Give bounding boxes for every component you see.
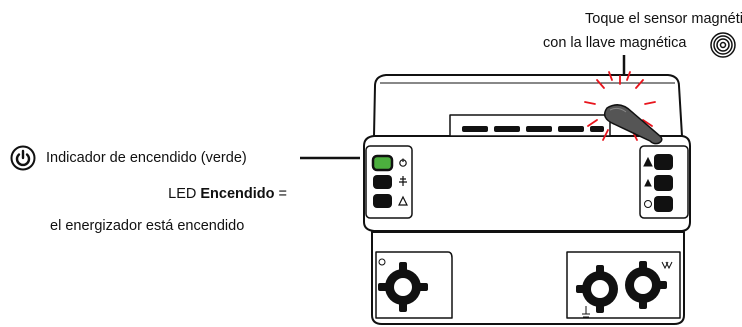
led-state: Encendido — [200, 186, 275, 202]
magnetic-callout-line1: Toque el sensor magnético — [585, 11, 742, 27]
power-indicator-label: Indicador de encendido (verde) — [46, 150, 247, 166]
right-led-column — [654, 154, 673, 212]
energizer-on-text: el energizador está encendido — [50, 218, 245, 234]
left-led-symbols — [398, 158, 408, 206]
led-3 — [373, 194, 392, 208]
right-led-1 — [654, 154, 673, 170]
power-icon — [10, 145, 36, 171]
magnetic-key — [603, 104, 663, 145]
right-led-symbols — [643, 156, 653, 208]
magnetic-sensor-callout: Toque el sensor magnético — [585, 10, 742, 28]
led-2 — [373, 175, 392, 189]
top-indicator-slots — [462, 126, 604, 132]
power-led-green — [371, 154, 394, 172]
right-led-2 — [654, 175, 673, 191]
led-suffix: = — [274, 186, 287, 202]
magnetic-key-target-icon — [710, 32, 736, 58]
right-terminal-knobs — [576, 261, 673, 318]
left-led-column — [371, 154, 394, 208]
magnetic-callout-line2: con la llave magnética — [543, 35, 687, 51]
led-prefix: LED — [168, 186, 201, 202]
left-terminal-knob — [378, 258, 428, 312]
right-led-3 — [654, 196, 673, 212]
led-on-line: LED Encendido = — [120, 185, 287, 203]
